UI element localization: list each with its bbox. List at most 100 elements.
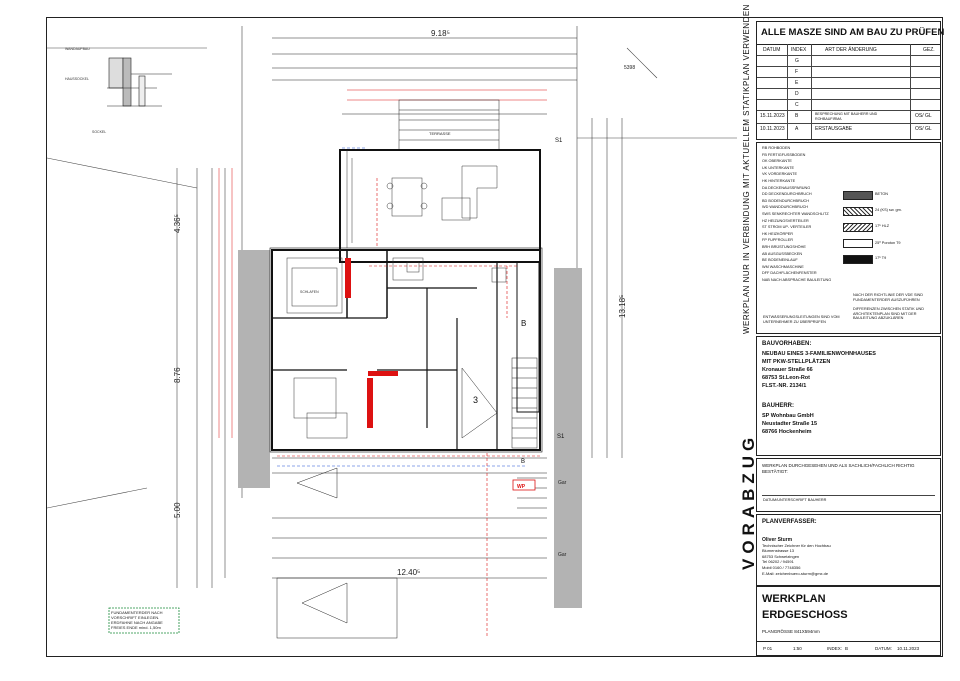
plan-size: PLANGRÖSSE 841X594mm (762, 629, 820, 634)
legend-abbrev-item: AB AUSGUSSBECKEN (762, 251, 803, 256)
project-line: MIT PKW-STELLPLÄTZEN (762, 359, 831, 365)
section-label-top: S1 (555, 138, 563, 144)
designer-line: Blumenstrasse 13 (762, 548, 795, 554)
revision-row: 15.11.2023 B BESPRECHUNG MIT BAUHERR UND… (757, 110, 940, 124)
legend-note-3: ENTWÄSSERUNGSLEITUNGEN SIND VOM UNTERNEH… (763, 315, 840, 324)
plan-title-block: WERKPLAN ERDGESCHOSS PLANGRÖSSE 841X594m… (756, 586, 941, 643)
site-lines (47, 26, 737, 509)
revision-row: E (757, 77, 940, 89)
detail-label-2: HAUSSOCKEL (65, 77, 89, 81)
revision-header-row: DATUM INDEX ART DER ÄNDERUNG GEZ. (757, 44, 940, 56)
legend-note-1: NACH DER RICHTLINIE DER VDE SIND FUNDAME… (853, 293, 924, 302)
note-line-4: FREIES ENDE mind. 1,50m (111, 625, 161, 630)
wp-label: WP (517, 484, 526, 490)
plan-subtitle: ERDGESCHOSS (762, 609, 848, 621)
client-heading: BAUHERR: (762, 403, 794, 409)
legend-abbrev-item: UK UNTERKANTE (762, 165, 795, 170)
parking-area (272, 457, 547, 639)
footer-date-label: DATUM: (875, 646, 892, 651)
footer-plan-no: P 01 (763, 646, 773, 651)
legend-abbrev-item: OK OBERKANTE (762, 159, 792, 164)
legend-abbrev-item: BE BODENEINLAUF (762, 258, 798, 263)
project-line: NEUBAU EINES 3-FAMILIENWOHNHAUSES (762, 351, 876, 357)
revision-row: C (757, 99, 940, 111)
legend-hatch-swatch (843, 255, 873, 264)
red-utility-lines (277, 178, 542, 638)
legend-abbrev-item: WM WASCHMASCHINE (762, 264, 804, 269)
terrace (398, 99, 500, 151)
building-walls (269, 149, 543, 453)
dim-bottom: 12.40⁵ (397, 568, 420, 577)
vertical-note: WERKPLAN NUR IN VERBINDUNG MIT AKTUELLEM… (742, 4, 751, 334)
dimension-lines-top (272, 37, 577, 115)
sheet-border (46, 17, 943, 657)
blue-utility-lines (277, 147, 527, 467)
legend-hatch-label: BETON (875, 192, 889, 196)
project-line: Kronauer Straße 66 (762, 367, 813, 373)
legend-abbrev-item: HZ HEIZUNGSVERTEILER (762, 218, 809, 223)
project-heading: BAUVORHABEN: (762, 341, 812, 347)
note-line-1: FUNDAMENTERDER NACH (111, 610, 163, 615)
site-label: 5398 (624, 65, 635, 71)
floor-plan-drawing: WANDAUFBAU HAUSSOCKEL SOCKEL 9.18⁵ 539 (47, 26, 737, 639)
legend-hatch-swatch (843, 239, 873, 248)
section-label-bottom: S1 (557, 434, 565, 440)
rev-head-by: GEZ. (923, 47, 935, 53)
schlafen-label: SCHLAFEN (300, 290, 319, 294)
designer-line: Technischer Zeichner für den Hochbau (762, 542, 831, 548)
plan-footer: P 01 1:50 INDEX: B DATUM: 10.11.2023 (756, 641, 941, 656)
neighbour-wall-right (554, 268, 582, 608)
footer-scale: 1:50 (793, 646, 802, 651)
furniture (286, 150, 507, 439)
dim-left-2: 8.76 (173, 367, 182, 383)
revision-table: ALLE MASZE SIND AM BAU ZU PRÜFEN DATUM I… (756, 21, 945, 140)
dim-right: 13.18⁵ (618, 295, 627, 318)
client-line: SP Wohnbau GmbH (762, 413, 814, 419)
designer-line: E-Mail: zeichenbuero-sturm@gmx.de (762, 570, 829, 576)
plan-title: WERKPLAN (762, 593, 826, 605)
legend-abbrev-item: DFF DACHFLÄCHENFENSTER (762, 271, 817, 276)
red-wall-2 (368, 371, 398, 376)
legend-hatch-swatch (843, 191, 873, 200)
approval-signature: DATUM/UNTERSCHRIFT BAUHERR (763, 498, 827, 502)
legend-abbrev-item: BRH BRÜSTUNGSHÖHE (762, 245, 806, 249)
dim-top: 9.18⁵ (431, 29, 450, 38)
designer-line: Tel 06202 / 94591 (762, 559, 794, 565)
stair-b-right: B (521, 459, 525, 465)
legend-abbrev-item: ST STROM UP- VERTEILER (762, 225, 812, 230)
client-line: Neustadter Straße 15 (762, 421, 818, 427)
project-block: BAUVORHABEN: NEUBAU EINES 3-FAMILIENWOHN… (756, 336, 941, 456)
rev-head-change: ART DER ÄNDERUNG (825, 47, 877, 53)
note-box (108, 607, 180, 634)
garage-label-1: Gar (558, 480, 567, 486)
stair-b-left: B (521, 319, 526, 328)
detail-label-1: WANDAUFBAU (65, 47, 90, 51)
dimension-lines-left (176, 168, 233, 588)
revision-row: G (757, 55, 940, 67)
legend-abbrev-item: SWS SENKRECHTER WANDSCHLITZ (762, 212, 829, 216)
legend-hatch-swatch (843, 207, 873, 216)
project-line: FLST.-NR. 2134/1 (762, 383, 807, 389)
designer-line: 68753 Schwetzingen (762, 553, 800, 559)
legend-abbrev-item: FB FERTIGFUSSBODEN (762, 152, 806, 157)
wp-box (512, 479, 536, 491)
red-wall-1 (367, 378, 373, 428)
dimension-lines-right (591, 118, 623, 458)
revision-row: F (757, 66, 940, 78)
legend-hatch-swatch (843, 223, 873, 232)
neighbour-wall-left (238, 250, 270, 488)
legend-abbrev-item: DA DECKENAUSSPARUNG (762, 185, 811, 190)
designer-heading: PLANVERFASSER: (762, 519, 817, 525)
red-wall-3 (345, 258, 351, 298)
footer-date: 10.11.2023 (897, 646, 920, 651)
revision-title: ALLE MASZE SIND AM BAU ZU PRÜFEN (761, 27, 945, 38)
wall-detail (107, 57, 172, 107)
rev-head-index: INDEX (791, 47, 807, 53)
note-line-3: ERDFAHNE NACH ANGABE (111, 620, 163, 625)
legend-hatch-label: 17⁵ T9 (875, 256, 887, 260)
terrace-label: TERRASSE (429, 131, 451, 136)
client-line: 68766 Hockenheim (762, 429, 812, 435)
